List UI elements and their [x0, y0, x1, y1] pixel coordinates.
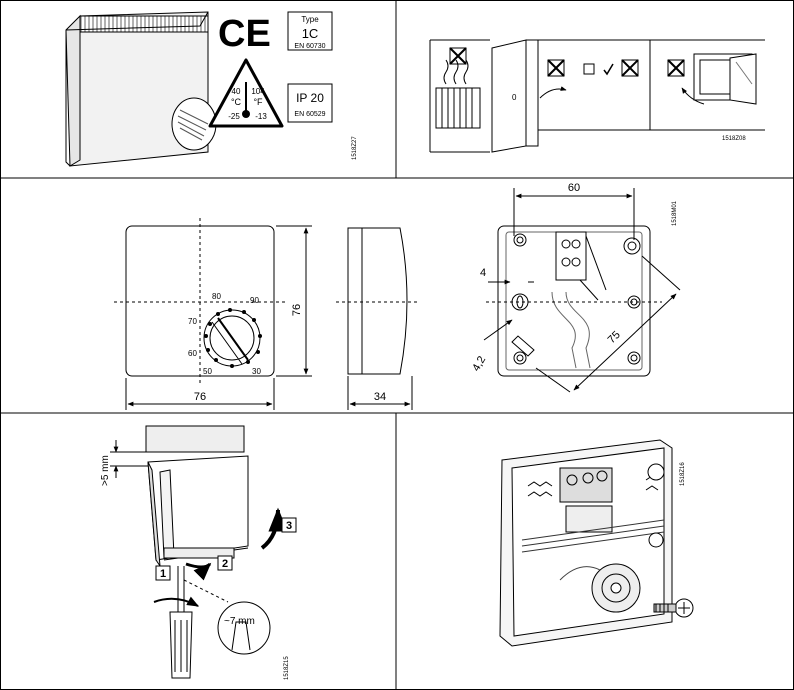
figure-code-1: 1518Z27: [352, 136, 358, 160]
type-title: Type: [301, 15, 319, 24]
push-arrow-icon: [185, 562, 212, 581]
temperature-range-triangle: 40 104 °C °F -25 -13: [208, 58, 284, 128]
ip-box: IP 20 EN 60529: [287, 83, 333, 123]
figure-code-5: 1518Z15: [284, 656, 290, 680]
dial-mechanism: [559, 563, 641, 613]
thermometer-icon: [242, 110, 250, 118]
type-standard: EN 60730: [294, 43, 325, 50]
thermostat-perspective: [65, 11, 217, 167]
dial-label: 80: [212, 292, 221, 301]
wall-section: [145, 425, 245, 453]
door-icon: 0: [491, 39, 539, 153]
dim-diag-value: 75: [606, 329, 623, 346]
temp-f-min: -13: [255, 112, 267, 121]
panel-front-side-dimensions: 80 90 70 60 50 30 76 76 34: [114, 218, 420, 410]
no-cross-icon: [667, 59, 685, 77]
screw-icon: [653, 598, 694, 618]
dial-label: 60: [188, 349, 197, 358]
no-cross-icon: [449, 47, 467, 65]
step-markers: 1 2 3: [155, 517, 297, 581]
depth-dimension: 34: [347, 376, 413, 410]
terminal-block: [559, 467, 613, 533]
panel-wiring-view: 1518Z16: [499, 439, 694, 647]
height-dimension: 76: [276, 225, 312, 377]
step-1: 1: [160, 568, 166, 580]
panel-product-overview: CE Type 1C EN 60730 40 104 °C °F -25 -13…: [65, 11, 358, 167]
thermostat-ok-icon: [583, 63, 595, 75]
type-box: Type 1C EN 60730: [287, 11, 333, 51]
temp-f-unit: °F: [253, 97, 263, 107]
type-value: 1C: [302, 26, 319, 41]
lift-arrow-icon: [260, 507, 288, 550]
panel-mounting-location: 0 1518Z08: [429, 39, 765, 153]
ip-standard: EN 60529: [294, 111, 325, 118]
ce-mark: CE: [218, 13, 271, 55]
terminal-block: [555, 231, 607, 301]
figure-code-4: 1518M01: [672, 200, 678, 226]
gap-dimension: >5 mm: [100, 440, 244, 486]
window-icon: [693, 53, 757, 105]
side-view-outline: [336, 227, 420, 375]
no-cross-icon: [621, 59, 639, 77]
slot-width-dimension: 4: [480, 267, 534, 285]
panel-cover-removal: >5 mm 1 2 3 ~7: [100, 425, 297, 680]
setpoint-dial: [203, 308, 262, 368]
dim-width-value: 76: [194, 391, 206, 403]
dial-label: 50: [203, 367, 212, 376]
figure-code-6: 1518Z16: [680, 462, 686, 486]
blade-detail: ~7 mm: [183, 579, 271, 655]
dim-left-value: 4: [480, 267, 486, 279]
dial-label: 70: [188, 317, 197, 326]
step-2: 2: [222, 558, 228, 570]
step-3: 3: [286, 520, 292, 532]
temp-f-max: 104: [251, 87, 265, 96]
swing-arrow-icon: [681, 87, 705, 105]
panel-base-plate-drilling: 60 4 4,2 75 1518M01: [470, 182, 681, 393]
check-icon: [603, 63, 614, 76]
thermostat-housing: [147, 455, 249, 567]
dial-label: 30: [252, 367, 261, 376]
temp-c-unit: °C: [231, 97, 242, 107]
screwdriver-icon: [153, 566, 200, 679]
swing-arrow-icon: [539, 86, 567, 99]
temp-c-max: 40: [232, 87, 241, 96]
dim-blade-value: ~7 mm: [224, 616, 255, 627]
no-cross-icon: [547, 59, 565, 77]
dim-slot-value: 4,2: [470, 354, 488, 373]
room-walls: [429, 39, 765, 153]
top-dimension: 60: [513, 182, 635, 240]
ip-value: IP 20: [296, 91, 324, 105]
width-dimension: 76: [125, 378, 275, 410]
dial-label: 90: [250, 296, 259, 305]
door-label: 0: [512, 93, 517, 102]
figure-code-2: 1518Z08: [722, 136, 746, 142]
temp-c-min: -25: [228, 112, 240, 121]
dim-height-value: 76: [291, 304, 303, 316]
dim-top-value: 60: [568, 182, 580, 194]
dim-depth-value: 34: [374, 391, 386, 403]
dim-gap-value: >5 mm: [100, 455, 111, 486]
radiator-icon: [435, 59, 481, 129]
spring-contacts: [527, 475, 659, 497]
